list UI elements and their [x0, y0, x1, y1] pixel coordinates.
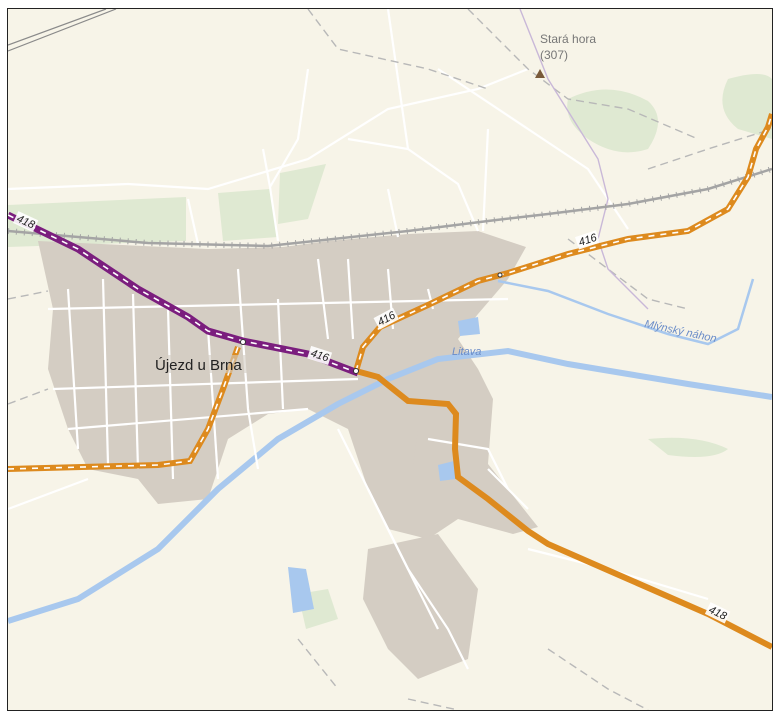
water-bodies — [8, 278, 772, 624]
built-up-area — [38, 231, 538, 679]
route-shield-416-c: 416 — [575, 230, 600, 250]
peak-name-label: Stará hora — [540, 32, 596, 46]
junction-markers — [240, 272, 503, 374]
peak-elevation-label: (307) — [540, 48, 568, 62]
route-shield-416-a: 416 — [307, 345, 333, 366]
route-418-orange — [355, 368, 772, 650]
town-label[interactable]: Újezd u Brna — [151, 355, 263, 374]
admin-boundary — [519, 9, 649, 310]
svg-text:Újezd u Brna: Újezd u Brna — [155, 357, 242, 374]
route-418-purple — [8, 211, 360, 377]
railway-top-left — [8, 9, 117, 52]
map-view[interactable]: 418 416 416 416 418 Litava Mlýnský náhon… — [7, 8, 773, 711]
railway — [8, 167, 772, 248]
river-label-litava: Litava — [452, 346, 481, 358]
svg-text:416: 416 — [309, 347, 331, 364]
map-canvas: 418 416 416 416 418 Litava Mlýnský náhon… — [8, 9, 772, 710]
stream-label-mlynsky-nahon: Mlýnský náhon — [643, 318, 717, 345]
peak-icon — [535, 69, 545, 78]
tracks — [8, 9, 772, 710]
svg-text:416: 416 — [577, 231, 599, 248]
